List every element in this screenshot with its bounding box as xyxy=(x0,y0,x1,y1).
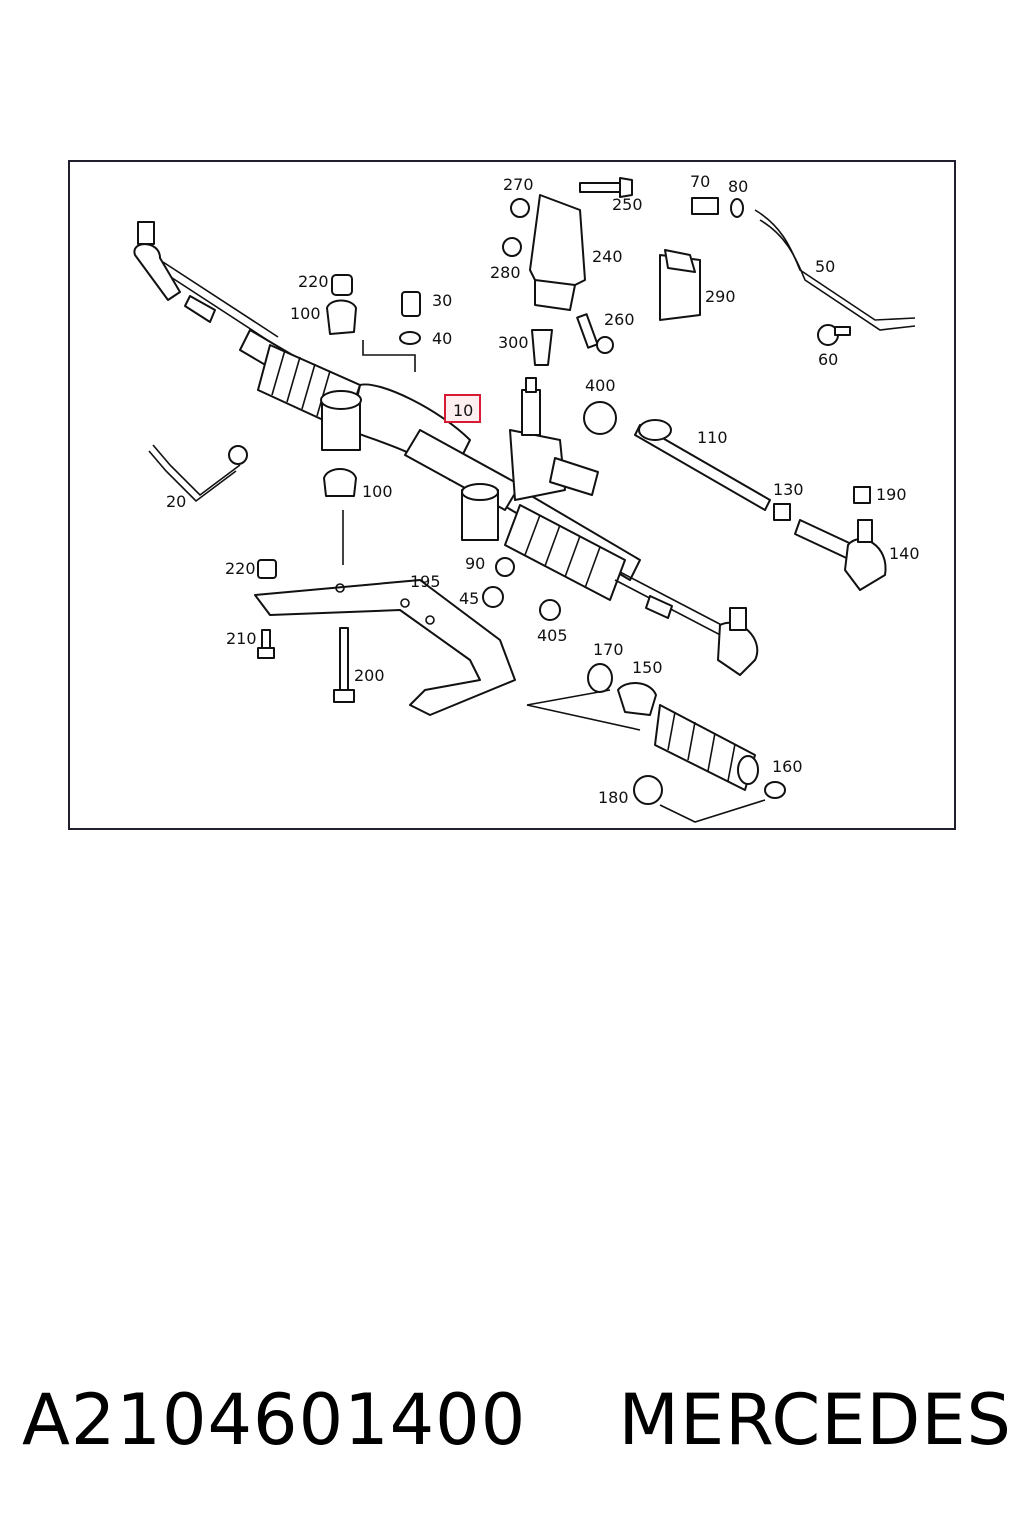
part-caption: A2104601400 MERCEDES xyxy=(22,1370,1012,1470)
plug-30 xyxy=(401,291,421,317)
boot-kit xyxy=(526,663,786,823)
steering-rack-exploded-diagram: 270 250 70 80 240 280 290 50 220 30 100 … xyxy=(133,172,920,823)
steering-rack-housing xyxy=(239,329,641,601)
callout-160: 160 xyxy=(772,757,803,776)
callout-290: 290 xyxy=(705,287,736,306)
callout-140: 140 xyxy=(889,544,920,563)
callout-270: 270 xyxy=(503,175,534,194)
nut-280 xyxy=(502,237,522,257)
nut-190 xyxy=(853,486,871,504)
callout-220-top: 220 xyxy=(298,272,329,291)
mount-100-top xyxy=(326,299,357,335)
callout-220-bottom: 220 xyxy=(225,559,256,578)
bolt-260 xyxy=(576,313,614,354)
callout-130: 130 xyxy=(773,480,804,499)
callout-10: 10 xyxy=(453,401,473,420)
tie-rod-end-140 xyxy=(794,519,887,591)
callout-190: 190 xyxy=(876,485,907,504)
callout-200: 200 xyxy=(354,666,385,685)
callout-45: 45 xyxy=(459,589,479,608)
seal-90 xyxy=(495,557,515,577)
seal-405 xyxy=(539,599,561,621)
callout-400: 400 xyxy=(585,376,616,395)
callout-280: 280 xyxy=(490,263,521,282)
hose-50 xyxy=(754,209,916,331)
callout-300: 300 xyxy=(498,333,529,352)
hose-20 xyxy=(148,444,248,503)
highlight-box-part-10 xyxy=(444,394,481,423)
steering-coupling-240 xyxy=(529,194,586,311)
fitting-45 xyxy=(482,586,504,608)
callout-40: 40 xyxy=(432,329,452,348)
callout-260: 260 xyxy=(604,310,635,329)
callout-50: 50 xyxy=(815,257,835,276)
right-tie-rod xyxy=(614,571,759,676)
callout-110: 110 xyxy=(697,428,728,447)
sleeve-300 xyxy=(531,329,553,366)
bolt-250 xyxy=(579,177,633,198)
callout-70: 70 xyxy=(690,172,710,191)
callout-180: 180 xyxy=(598,788,629,807)
subframe-bracket-195 xyxy=(254,579,516,716)
callout-405: 405 xyxy=(537,626,568,645)
callout-170: 170 xyxy=(593,640,624,659)
brand-name: MERCEDES xyxy=(618,1379,1012,1461)
bolt-70 xyxy=(691,197,744,218)
seal-40 xyxy=(399,331,421,345)
heat-shield-290 xyxy=(659,249,701,321)
nut-220-bottom xyxy=(257,559,277,579)
left-tie-rod xyxy=(133,221,279,346)
callout-100-bottom: 100 xyxy=(362,482,393,501)
wrench-icon xyxy=(583,401,617,435)
right-bellows xyxy=(504,504,626,601)
callout-20: 20 xyxy=(166,492,186,511)
callout-60: 60 xyxy=(818,350,838,369)
bolt-60 xyxy=(817,324,851,346)
mount-100-bottom xyxy=(323,468,357,497)
bolt-210 xyxy=(257,629,275,659)
nut-220-top xyxy=(331,274,353,296)
callout-100-top: 100 xyxy=(290,304,321,323)
callout-250: 250 xyxy=(612,195,643,214)
callout-80: 80 xyxy=(728,177,748,196)
callout-210: 210 xyxy=(226,629,257,648)
bolt-200 xyxy=(333,627,355,703)
callout-195: 195 xyxy=(410,572,441,591)
callout-150: 150 xyxy=(632,658,663,677)
callout-90: 90 xyxy=(465,554,485,573)
nut-270 xyxy=(510,198,530,218)
inner-tie-rod-110 xyxy=(634,419,771,511)
nut-130 xyxy=(773,503,791,521)
part-number: A2104601400 xyxy=(22,1379,527,1461)
callout-30: 30 xyxy=(432,291,452,310)
callout-240: 240 xyxy=(592,247,623,266)
